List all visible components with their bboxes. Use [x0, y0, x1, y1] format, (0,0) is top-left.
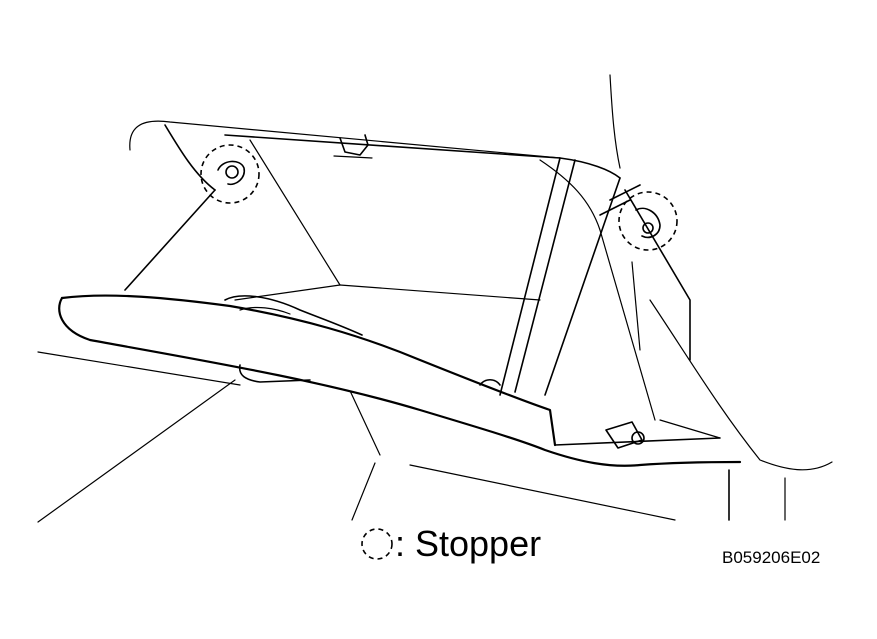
figure-code: B059206E02	[722, 548, 820, 567]
stopper-left	[200, 144, 260, 204]
dashboard-outline	[37, 74, 833, 523]
legend: : Stopper	[361, 523, 541, 564]
glove-box-door	[58, 294, 786, 521]
legend-label: : Stopper	[395, 523, 541, 564]
glove-box-body	[124, 124, 691, 421]
stopper-legend-icon	[361, 528, 393, 560]
stopper-right	[618, 191, 678, 251]
